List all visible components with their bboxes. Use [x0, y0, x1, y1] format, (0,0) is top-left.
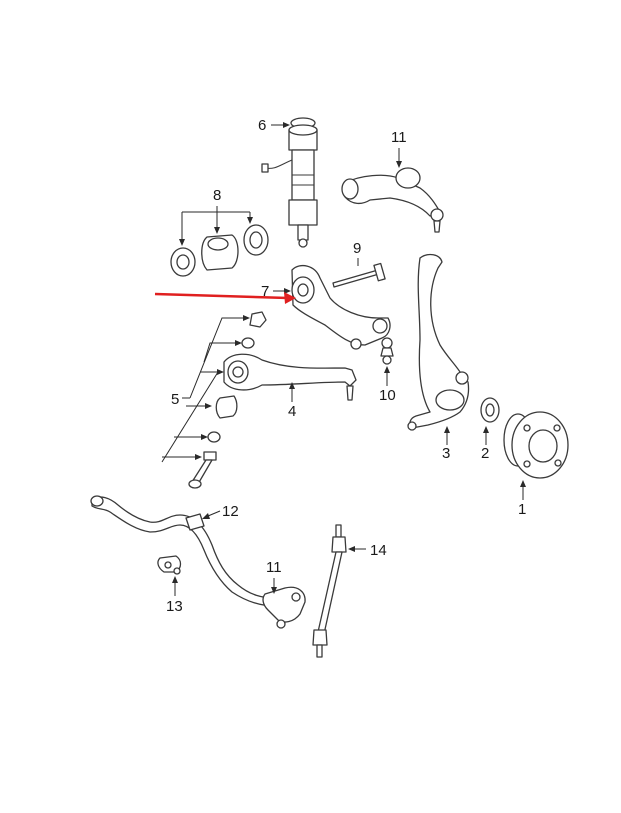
label-13: 13	[166, 598, 183, 615]
part-14-stabilizer-link	[312, 524, 347, 658]
callout-10: 10	[379, 366, 396, 404]
part-7-lower-control-arm	[291, 264, 391, 350]
part-stabilizer-bar	[90, 495, 293, 607]
label-6: 6	[258, 117, 266, 134]
label-3: 3	[442, 445, 450, 462]
callout-12: 12	[202, 503, 239, 520]
callout-2: 2	[481, 426, 489, 462]
label-10: 10	[379, 387, 396, 404]
part-11-lower-bracket	[262, 586, 306, 629]
callout-8: 8	[179, 187, 253, 246]
callout-11-lower: 11	[266, 559, 282, 594]
label-12: 12	[222, 503, 239, 520]
part-5-hardware-kit	[188, 311, 267, 489]
part-2-bearing	[480, 397, 500, 423]
part-1-wheel-hub	[503, 411, 569, 479]
highlight-arrow	[154, 292, 296, 304]
callout-4: 4	[288, 382, 296, 420]
label-11-lower: 11	[266, 559, 282, 576]
part-4-tension-strut	[223, 353, 357, 401]
label-11-upper: 11	[391, 129, 407, 146]
label-4: 4	[288, 403, 296, 420]
part-6-strut	[261, 117, 318, 248]
callout-7: 7	[261, 283, 291, 300]
part-11-upper-control-arm	[341, 167, 444, 233]
label-7: 7	[261, 283, 269, 300]
callout-14: 14	[348, 542, 387, 559]
part-10-ball-joint	[380, 337, 394, 365]
callout-6: 6	[258, 117, 290, 134]
label-8: 8	[213, 187, 221, 204]
callout-9: 9	[353, 240, 361, 266]
label-9: 9	[353, 240, 361, 257]
label-14: 14	[370, 542, 387, 559]
part-9-bolt	[332, 262, 386, 288]
callout-3: 3	[442, 426, 450, 462]
label-1: 1	[518, 501, 526, 518]
label-5: 5	[171, 391, 179, 408]
label-2: 2	[481, 445, 489, 462]
part-3-steering-knuckle	[407, 253, 470, 431]
callout-1: 1	[518, 480, 526, 518]
callout-11-upper: 11	[391, 129, 407, 168]
part-8-bushing-set	[170, 224, 269, 277]
part-13-bracket	[157, 555, 182, 575]
callout-13: 13	[166, 576, 183, 615]
callout-5: 5	[161, 315, 250, 463]
